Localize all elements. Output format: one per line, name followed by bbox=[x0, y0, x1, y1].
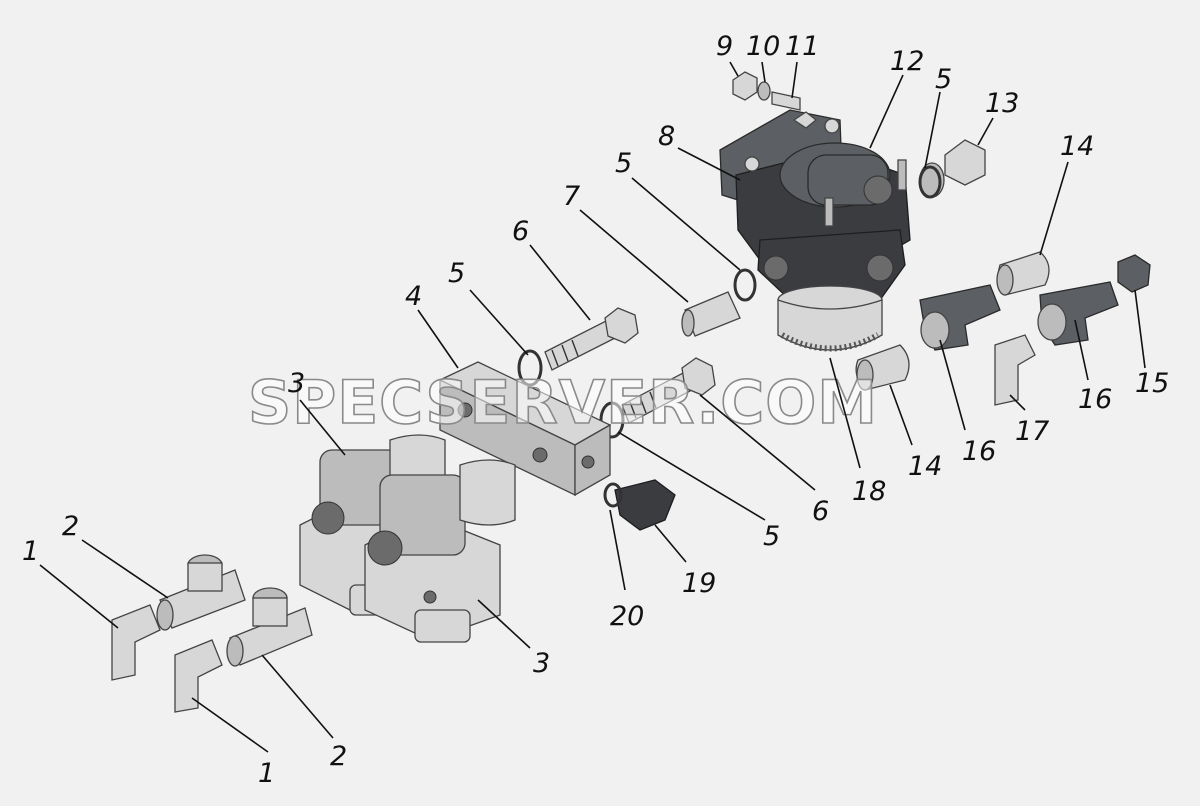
callout-6-upper: 6 bbox=[512, 216, 529, 247]
callout-1-lower: 1 bbox=[258, 758, 275, 789]
part-15-fitting bbox=[1117, 254, 1151, 293]
part-19-plug bbox=[614, 479, 676, 531]
callout-14-upper: 14 bbox=[1060, 131, 1094, 162]
callout-2-upper: 2 bbox=[62, 511, 79, 542]
part-1-elbow-lower bbox=[174, 639, 223, 713]
part-17-elbow bbox=[994, 334, 1036, 406]
part-6-bolt-lower bbox=[621, 357, 716, 424]
part-11-bolt bbox=[771, 91, 801, 111]
part-7-fitting bbox=[681, 291, 741, 337]
part-18-filter-cap bbox=[777, 285, 883, 352]
part-3-valve-right bbox=[364, 459, 516, 643]
callout-15: 15 bbox=[1135, 368, 1169, 399]
part-12-valve-body bbox=[719, 109, 911, 301]
callout-7: 7 bbox=[563, 181, 580, 212]
part-14-fitting-lower bbox=[855, 344, 910, 391]
callout-20: 20 bbox=[610, 601, 644, 632]
part-2-tee-upper bbox=[156, 554, 246, 631]
part-4-manifold-block bbox=[438, 361, 612, 497]
part-9-nut bbox=[732, 71, 758, 101]
callout-8: 8 bbox=[658, 121, 675, 152]
callout-16-right: 16 bbox=[1078, 384, 1112, 415]
callout-3-upper: 3 bbox=[288, 368, 305, 399]
callout-18: 18 bbox=[852, 476, 886, 507]
callout-14-lower: 14 bbox=[908, 451, 942, 482]
leader-lines bbox=[39, 61, 1146, 753]
part-16-tee-left bbox=[919, 284, 1001, 351]
callout-13: 13 bbox=[985, 88, 1019, 119]
callout-5-a: 5 bbox=[448, 258, 465, 289]
callout-17: 17 bbox=[1015, 416, 1049, 447]
part-2-tee-lower bbox=[226, 587, 313, 667]
callout-3-lower: 3 bbox=[533, 648, 550, 679]
callout-4: 4 bbox=[405, 281, 422, 312]
part-6-bolt-upper bbox=[544, 307, 639, 371]
callout-5-d: 5 bbox=[763, 521, 780, 552]
callout-10: 10 bbox=[746, 31, 780, 62]
callout-1-upper: 1 bbox=[22, 536, 39, 567]
part-20-ring bbox=[603, 482, 623, 508]
callout-16-left: 16 bbox=[962, 436, 996, 467]
callout-5-b: 5 bbox=[615, 148, 632, 179]
callout-numbers: 1 1 2 2 3 3 4 5 5 5 5 6 6 7 8 9 10 11 12… bbox=[22, 31, 1169, 789]
watermark-text: SPECSERVER.COM bbox=[248, 368, 878, 438]
part-14-fitting-upper bbox=[996, 251, 1050, 296]
callout-12: 12 bbox=[890, 46, 924, 77]
part-16-tee-right bbox=[1037, 281, 1119, 346]
callout-11: 11 bbox=[785, 31, 819, 62]
part-10-washer bbox=[757, 81, 771, 101]
callout-2-lower: 2 bbox=[330, 741, 347, 772]
callout-19: 19 bbox=[682, 568, 716, 599]
callout-5-c: 5 bbox=[935, 64, 952, 95]
callout-9: 9 bbox=[716, 31, 733, 62]
callout-6-lower: 6 bbox=[812, 496, 829, 527]
part-1-elbow-upper bbox=[111, 604, 161, 681]
